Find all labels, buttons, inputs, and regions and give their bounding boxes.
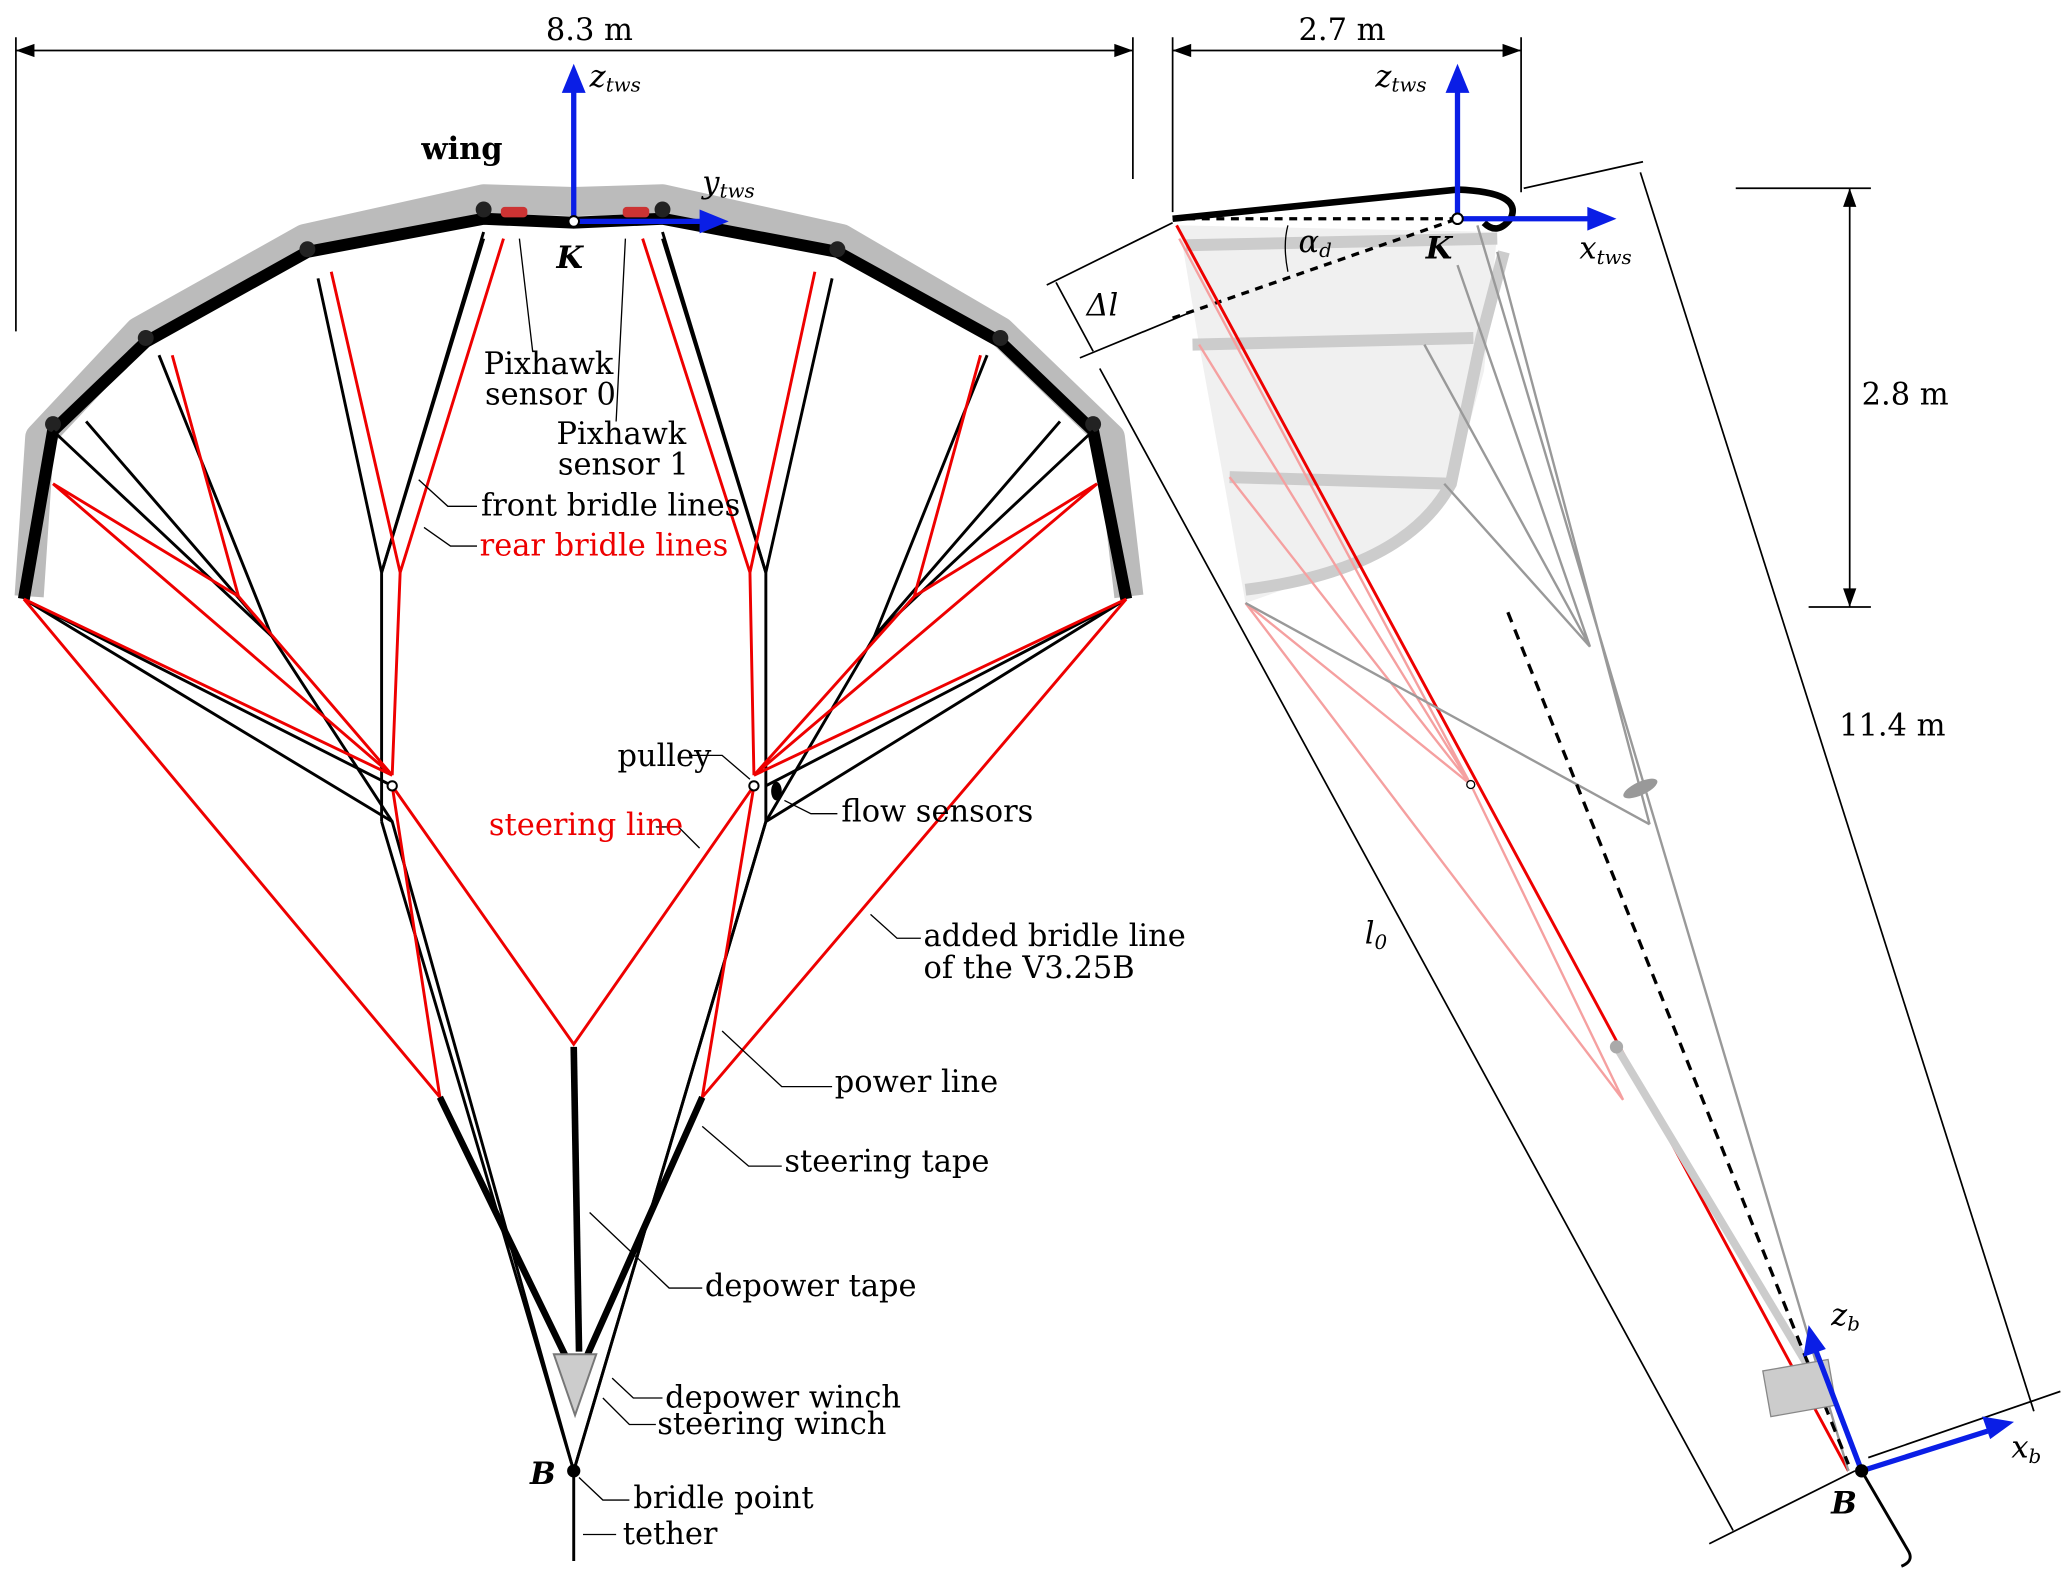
front-view: 8.3 m wing xyxy=(14,13,1186,1561)
alpha-label: αd xyxy=(1298,225,1331,262)
point-B-label: B xyxy=(529,1456,556,1492)
alpha-arc xyxy=(1284,225,1289,272)
z-axis-label: ztws xyxy=(589,59,641,96)
rear-bridle-label: rear bridle lines xyxy=(480,528,729,563)
pixhawk-sensor-1-marker xyxy=(622,206,650,218)
wing-label: wing xyxy=(420,131,502,167)
steering-tape-label: steering tape xyxy=(784,1144,989,1179)
strut-knots xyxy=(45,201,1102,433)
x-b-label: xb xyxy=(2011,1431,2041,1468)
canopy-surface xyxy=(1179,225,1498,603)
power-line-label: power line xyxy=(835,1065,998,1100)
side-tether xyxy=(1860,1470,1912,1568)
chord-label: 2.7 m xyxy=(1298,13,1385,48)
pixhawk1-label-2: sensor 1 xyxy=(558,447,689,482)
bridle-point-label: bridle point xyxy=(633,1481,813,1516)
length-label: 11.4 m xyxy=(1839,709,1946,744)
steering-winch-label: steering winch xyxy=(657,1407,886,1442)
span-label: 8.3 m xyxy=(546,13,633,48)
flow-sensors-label: flow sensors xyxy=(841,795,1033,830)
side-view: 2.7 m αd xyxy=(1046,13,2061,1568)
l0-label: l0 xyxy=(1365,917,1387,954)
length-dimensions: Δl l0 11.4 m 2.8 m xyxy=(1046,160,2061,1545)
depower-tape-label: depower tape xyxy=(705,1269,917,1304)
z-tws-label: ztws xyxy=(1374,59,1426,96)
point-B-side-label: B xyxy=(1830,1485,1857,1521)
z-b-label: zb xyxy=(1830,1298,1860,1335)
tws-axes-side: ztws xtws K xyxy=(1374,59,1631,269)
tws-axes-front: ztws ytws xyxy=(561,59,755,234)
pixhawk-sensor-0-marker xyxy=(500,206,528,218)
pulley-left-icon xyxy=(386,780,398,792)
tether-label: tether xyxy=(623,1517,718,1552)
winch-icon xyxy=(552,1353,598,1419)
front-bridle-lines xyxy=(23,231,1128,1472)
delta-l-label: Δl xyxy=(1086,288,1119,323)
depower-chord-line xyxy=(1172,217,1459,320)
steering-tapes xyxy=(436,1095,706,1367)
steering-line-label: steering line xyxy=(489,808,683,843)
front-bridle-label: front bridle lines xyxy=(481,489,740,524)
y-axis-label: ytws xyxy=(700,165,754,202)
point-K-side-label: K xyxy=(1425,231,1454,267)
span-dimension: 8.3 m xyxy=(15,13,1134,332)
flow-sensor-icon xyxy=(771,781,782,801)
pulley-label: pulley xyxy=(617,739,712,774)
added-bridle-label-2: of the V3.25B xyxy=(924,951,1135,986)
pixhawk1-label-1: Pixhawk xyxy=(556,417,686,452)
annotations: Pixhawk sensor 0 Pixhawk sensor 1 front … xyxy=(418,238,1186,1552)
added-bridle-label-1: added bridle line xyxy=(924,919,1186,954)
depower-winch-label: depower winch xyxy=(665,1380,901,1415)
chord-dimension: 2.7 m xyxy=(1171,13,1522,213)
pulley-right-icon xyxy=(748,780,760,792)
point-K-label: K xyxy=(556,240,585,276)
body-axes: zb xb B xyxy=(1803,1298,2041,1521)
steering-line xyxy=(391,785,756,1047)
side-bridle-lines xyxy=(1175,224,1850,1472)
pixhawk0-label-2: sensor 0 xyxy=(485,377,616,412)
pixhawk0-label-1: Pixhawk xyxy=(484,347,614,382)
bridle-point-marker xyxy=(567,1464,581,1478)
depower-tape xyxy=(570,1046,583,1352)
height-label: 2.8 m xyxy=(1862,377,1949,412)
x-tws-label: xtws xyxy=(1579,231,1631,268)
